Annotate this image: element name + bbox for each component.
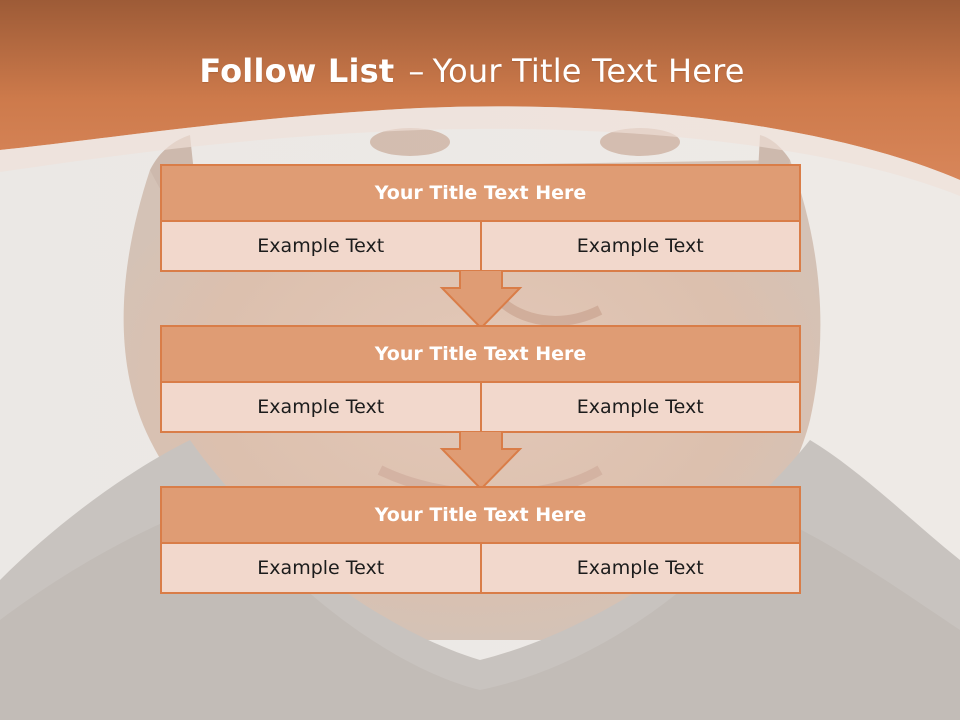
flow-step-cell-left: Example Text — [162, 544, 480, 592]
down-arrow-icon — [439, 431, 523, 491]
slide-title-separator: – — [408, 52, 425, 90]
flow-step-2: Your Title Text Here Example Text Exampl… — [160, 325, 801, 433]
slide-title: Follow List–Your Title Text Here — [0, 52, 944, 90]
header-band — [0, 0, 960, 196]
down-arrow-icon — [439, 270, 523, 330]
flow-step-title: Your Title Text Here — [162, 488, 799, 544]
flow-step-row: Example Text Example Text — [162, 222, 799, 270]
flow-step-title: Your Title Text Here — [162, 166, 799, 222]
flow-step-cell-left: Example Text — [162, 222, 480, 270]
flow-step-row: Example Text Example Text — [162, 544, 799, 592]
flow-step-cell-left: Example Text — [162, 383, 480, 431]
flow-step-cell-right: Example Text — [479, 222, 799, 270]
flow-step-title: Your Title Text Here — [162, 327, 799, 383]
flow-step-row: Example Text Example Text — [162, 383, 799, 431]
slide-title-bold: Follow List — [199, 52, 395, 90]
slide-title-rest: Your Title Text Here — [432, 52, 745, 90]
flow-step-3: Your Title Text Here Example Text Exampl… — [160, 486, 801, 594]
flow-step-1: Your Title Text Here Example Text Exampl… — [160, 164, 801, 272]
flow-step-cell-right: Example Text — [479, 544, 799, 592]
flow-step-cell-right: Example Text — [479, 383, 799, 431]
